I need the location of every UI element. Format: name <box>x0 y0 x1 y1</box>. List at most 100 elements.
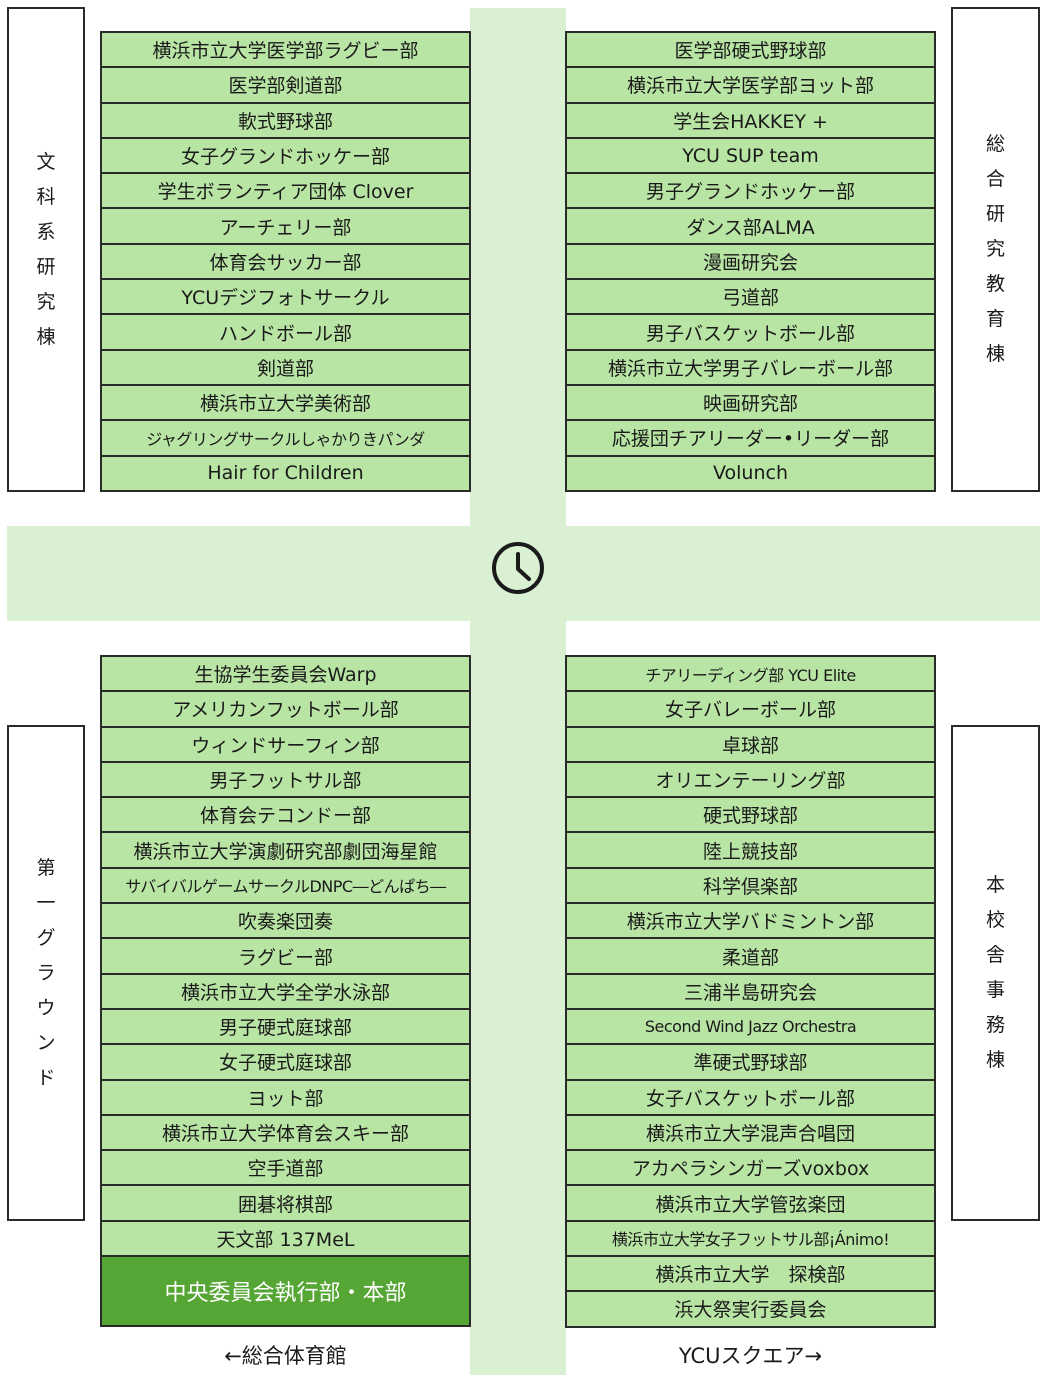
booth-item: 医学部剣道部 <box>102 68 469 104</box>
booth-item: 生協学生委員会Warp <box>102 657 469 693</box>
building-label-char: ラ <box>36 961 56 984</box>
booth-item: 卓球部 <box>567 727 934 763</box>
vertical-road <box>470 8 566 1375</box>
booth-item: ラグビー部 <box>102 939 469 975</box>
building-bottom-right: 本校舎事務棟 <box>951 725 1040 1221</box>
booth-item: 空手道部 <box>102 1151 469 1187</box>
booth-item: YCUデジフォトサークル <box>102 280 469 316</box>
booth-item: Hair for Children <box>102 456 469 492</box>
booth-item: サバイバルゲームサークルDNPC―どんぱち― <box>102 868 469 905</box>
booth-item: Second Wind Jazz Orchestra <box>567 1009 934 1046</box>
booth-item: 横浜市立大学 探検部 <box>567 1257 934 1293</box>
booth-item: ジャグリングサークルしゃかりきパンダ <box>102 421 469 457</box>
building-label-char: 研 <box>985 203 1005 225</box>
booth-item: ヨット部 <box>102 1080 469 1116</box>
booth-item: 弓道部 <box>567 280 934 316</box>
booth-item: Volunch <box>567 456 934 492</box>
booth-item: 横浜市立大学体育会スキー部 <box>102 1115 469 1152</box>
building-label-char: 教 <box>985 273 1005 295</box>
building-label-char: 育 <box>985 308 1005 330</box>
building-label-char: ン <box>36 1031 56 1054</box>
building-label-char: 務 <box>985 1014 1005 1036</box>
building-top-left: 文科系研究棟 <box>7 7 85 492</box>
booth-item: 漫画研究会 <box>567 244 934 281</box>
booth-item: 柔道部 <box>567 939 934 975</box>
building-label-char: グ <box>36 926 56 949</box>
building-label-char: ド <box>36 1066 56 1089</box>
booth-item: アーチェリー部 <box>102 209 469 245</box>
building-label-char: 系 <box>36 220 56 243</box>
booth-item: 硬式野球部 <box>567 798 934 834</box>
booth-item: 横浜市立大学全学水泳部 <box>102 974 469 1010</box>
booth-item: 学生ボランティア団体 Clover <box>102 174 469 210</box>
building-label-char: 棟 <box>36 325 56 348</box>
booth-item: 囲碁将棋部 <box>102 1186 469 1222</box>
building-label-char: 科 <box>36 185 56 208</box>
building-label-char: 棟 <box>985 1049 1005 1071</box>
building-label-char: 総 <box>985 133 1005 155</box>
booth-item: 男子硬式庭球部 <box>102 1009 469 1046</box>
booth-item: 映画研究部 <box>567 385 934 422</box>
booth-item: 横浜市立大学医学部ラグビー部 <box>102 33 469 69</box>
booth-item: 準硬式野球部 <box>567 1045 934 1081</box>
booth-item: 陸上競技部 <box>567 833 934 869</box>
booth-item: アカペラシンガーズvoxbox <box>567 1151 934 1187</box>
building-label-char: 校 <box>985 909 1005 931</box>
booth-item: 女子硬式庭球部 <box>102 1045 469 1081</box>
building-label-char: 第 <box>36 856 56 879</box>
booth-item: 男子グランドホッケー部 <box>567 174 934 210</box>
booth-item: 女子バスケットボール部 <box>567 1080 934 1116</box>
caption-gymnasium: ←総合体育館 <box>224 1344 347 1368</box>
building-label-char: ウ <box>36 996 56 1019</box>
booth-item: チアリーディング部 YCU Elite <box>567 657 934 693</box>
booth-item: YCU SUP team <box>567 138 934 175</box>
booth-item: 横浜市立大学混声合唱団 <box>567 1115 934 1152</box>
booth-item: ダンス部ALMA <box>567 209 934 245</box>
booth-item: ウィンドサーフィン部 <box>102 727 469 763</box>
building-label-char: 本 <box>985 874 1005 896</box>
booth-item: 男子フットサル部 <box>102 762 469 799</box>
clock-icon <box>492 542 544 594</box>
booth-item: 科学倶楽部 <box>567 868 934 905</box>
booth-item: 横浜市立大学美術部 <box>102 385 469 422</box>
building-label-char: 棟 <box>985 343 1005 365</box>
booth-item: 応援団チアリーダー•リーダー部 <box>567 421 934 457</box>
building-label-char: 事 <box>985 979 1005 1001</box>
booth-item: 浜大祭実行委員会 <box>567 1292 934 1328</box>
booth-item: アメリカンフットボール部 <box>102 692 469 728</box>
booth-item: 横浜市立大学女子フットサル部¡Ánimo! <box>567 1221 934 1258</box>
booth-item: 横浜市立大学演劇研究部劇団海星館 <box>102 833 469 869</box>
building-label-char: 究 <box>985 238 1005 260</box>
building-label-char: 合 <box>985 168 1005 190</box>
building-label-char: 一 <box>36 891 56 914</box>
booth-item: 横浜市立大学バドミントン部 <box>567 904 934 940</box>
booth-item: 女子グランドホッケー部 <box>102 138 469 175</box>
booth-item: 吹奏楽団奏 <box>102 904 469 940</box>
building-label-char: 研 <box>36 255 56 278</box>
booth-item: 剣道部 <box>102 350 469 386</box>
booth-column-top-left: 横浜市立大学医学部ラグビー部医学部剣道部軟式野球部女子グランドホッケー部学生ボラ… <box>100 31 471 492</box>
booth-item: 天文部 137MeL <box>102 1221 469 1258</box>
booth-item: 横浜市立大学管弦楽団 <box>567 1186 934 1222</box>
booth-item: 横浜市立大学医学部ヨット部 <box>567 68 934 104</box>
caption-ycu-square: YCUスクエア→ <box>678 1344 823 1368</box>
booth-item: オリエンテーリング部 <box>567 762 934 799</box>
booth-item: 学生会HAKKEY + <box>567 103 934 139</box>
booth-item: 医学部硬式野球部 <box>567 33 934 69</box>
building-label-char: 舎 <box>985 944 1005 966</box>
booth-item: 三浦半島研究会 <box>567 974 934 1010</box>
booth-item: 体育会サッカー部 <box>102 244 469 281</box>
booth-item: 男子バスケットボール部 <box>567 315 934 351</box>
building-top-right: 総合研究教育棟 <box>951 7 1040 492</box>
booth-column-top-right: 医学部硬式野球部横浜市立大学医学部ヨット部学生会HAKKEY +YCU SUP … <box>565 31 936 492</box>
building-label-char: 文 <box>36 150 56 173</box>
booth-item: 体育会テコンドー部 <box>102 798 469 834</box>
booth-item: 女子バレーボール部 <box>567 692 934 728</box>
booth-item-headquarters: 中央委員会執行部・本部 <box>102 1257 469 1328</box>
building-bottom-left: 第一グラウンド <box>7 725 85 1221</box>
building-label-char: 究 <box>36 290 56 313</box>
booth-item: ハンドボール部 <box>102 315 469 351</box>
booth-item: 横浜市立大学男子バレーボール部 <box>567 350 934 386</box>
